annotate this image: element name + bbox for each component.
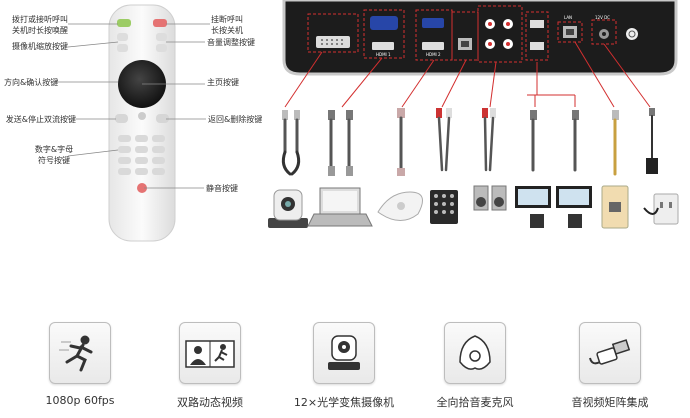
mixer-audio-cable (436, 108, 452, 172)
dvi-port (316, 36, 350, 48)
display-hdmi-cables (530, 110, 579, 172)
hdmi-plug-icon (579, 322, 641, 384)
connection-lines (284, 41, 651, 108)
ptz-camera-device (268, 189, 308, 228)
hdmi1-port (372, 42, 394, 50)
zoom-in-button[interactable] (117, 33, 128, 41)
cables-row (281, 108, 658, 176)
dual-stream-button[interactable] (115, 114, 128, 123)
feature-microphone: 全向拾音麦克风 (420, 322, 530, 410)
power-outlet-device (643, 193, 679, 225)
hdmi2-port (422, 42, 444, 50)
home-button[interactable] (138, 112, 146, 120)
back-button-label: 返回&删除按键 (208, 115, 263, 124)
speaker-audio-cable (482, 108, 496, 172)
feature-1080p: 1080p 60fps (25, 322, 135, 407)
rca-audio-ports (485, 19, 513, 49)
feature-av-matrix-label: 音视频矩阵集成 (571, 396, 649, 409)
back-button[interactable] (156, 114, 169, 123)
feature-ptz-camera: 12×光学变焦摄像机 (289, 322, 399, 410)
devices-row (268, 185, 679, 229)
speaker-pair-device (473, 185, 507, 211)
power-button[interactable] (626, 28, 638, 40)
display-pair-device (515, 186, 592, 228)
lan-cable (612, 110, 619, 176)
call-button[interactable] (117, 19, 131, 27)
microphone-icon (444, 322, 506, 384)
hdmi2-port-label: HDMI 2 (426, 52, 441, 57)
lan-port-label: LAN (564, 15, 572, 20)
mute-button-label: 静音按键 (206, 184, 238, 193)
hangup-button[interactable] (153, 19, 167, 27)
feature-microphone-label: 全向拾音麦克风 (436, 396, 514, 409)
dual-stream-button-label: 发送&停止双流按键 (5, 115, 76, 124)
number-keypad[interactable] (118, 135, 165, 175)
volume-up-button[interactable] (156, 33, 167, 41)
power-cable (646, 108, 658, 174)
vga-port (370, 16, 398, 30)
av-port (422, 18, 444, 28)
zoom-button-label: 摄像机缩放按键 (12, 42, 68, 51)
lan-wall-plate-device (601, 185, 629, 229)
hangup-button-label: 挂断呼叫 长按关机 (211, 15, 243, 35)
call-button-label: 拨打或接听呼叫 关机时长按唤醒 (12, 15, 68, 35)
dual-video-icon (179, 322, 241, 384)
hdmi-out-2-port (530, 42, 544, 50)
feature-dual-video-label: 双路动态视频 (177, 396, 243, 409)
microphone-cable (397, 108, 405, 176)
mute-button[interactable] (137, 183, 147, 193)
remote-control (108, 4, 176, 242)
feature-av-matrix: 音视频矩阵集成 (555, 322, 665, 410)
camera-cable (281, 110, 301, 176)
remote-leader-lines (55, 23, 210, 189)
laptop-device (307, 187, 373, 227)
power-jack-label: 12V DC (595, 15, 610, 20)
zoom-out-button[interactable] (117, 44, 128, 52)
home-button-label: 主页按键 (207, 78, 239, 87)
ptz-camera-icon (313, 322, 375, 384)
hdmi1-port-label: HDMI 1 (376, 52, 391, 57)
laptop-cable (328, 110, 353, 176)
direction-pad-label: 方向&确认按键 (4, 78, 59, 87)
alnum-keypad-label: 数字&字母 符号按键 (34, 145, 74, 165)
feature-1080p-label: 1080p 60fps (45, 394, 115, 407)
audio-mixer-device (430, 190, 458, 224)
volume-down-button[interactable] (156, 44, 167, 52)
volume-button-label: 音量调整按键 (207, 38, 255, 47)
runner-icon (49, 322, 111, 384)
ceiling-microphone-device (377, 191, 423, 221)
feature-dual-video: 双路动态视频 (155, 322, 265, 410)
hdmi-out-1-port (530, 20, 544, 28)
feature-ptz-camera-label: 12×光学变焦摄像机 (293, 396, 395, 409)
codec-rear-panel: HDMI 1 HDMI 2 LAN 12V DC (280, 0, 680, 80)
